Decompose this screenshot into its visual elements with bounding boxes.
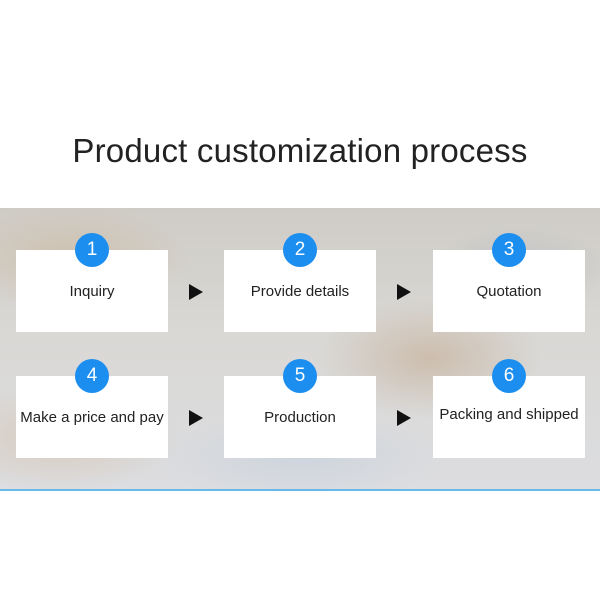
- step-number-badge: 3: [492, 233, 526, 267]
- step-label: Inquiry: [69, 282, 115, 300]
- arrow-right-icon: [189, 410, 203, 426]
- step-number-badge: 6: [492, 359, 526, 393]
- step-label: Production: [264, 408, 336, 426]
- banner-accent-line: [0, 489, 600, 491]
- arrow-right-icon: [397, 410, 411, 426]
- step-number-badge: 4: [75, 359, 109, 393]
- step-number-badge: 1: [75, 233, 109, 267]
- step-number-badge: 5: [283, 359, 317, 393]
- step-label: Provide details: [250, 282, 350, 300]
- arrow-right-icon: [397, 284, 411, 300]
- page-title: Product customization process: [72, 132, 528, 169]
- step-number-badge: 2: [283, 233, 317, 267]
- step-label: Packing and shipped: [439, 406, 579, 423]
- step-label: Quotation: [476, 282, 542, 300]
- arrow-right-icon: [189, 284, 203, 300]
- step-label: Make a price and pay: [20, 408, 164, 426]
